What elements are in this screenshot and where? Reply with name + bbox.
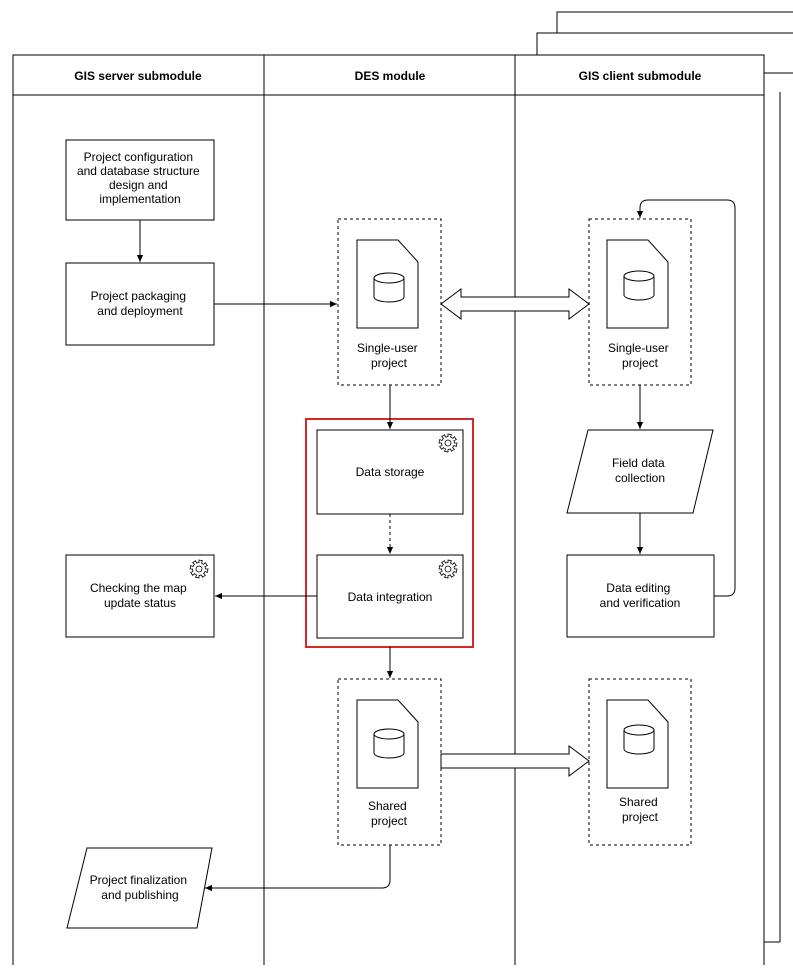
des-shared-label: Shared project: [368, 799, 410, 828]
des-single-user-document-icon: [356, 239, 419, 329]
project-configuration-label: Project configuration and database struc…: [77, 150, 203, 206]
des-single-user-label: Single-user project: [357, 341, 421, 370]
project-configuration-box: [65, 139, 215, 221]
client-single-user-label: Single-user project: [608, 341, 672, 370]
lane-header-gis-server: GIS server submodule: [74, 69, 202, 83]
data-editing-box: [566, 554, 715, 638]
shared-transfer-arrow: [440, 745, 590, 777]
project-packaging-label: Project packaging and deployment: [91, 289, 190, 318]
client-shared-document-icon: [606, 699, 669, 789]
data-storage-box: [316, 429, 464, 515]
field-data-collection-label: Field data collection: [612, 456, 668, 485]
client-shared-label: Shared project: [619, 795, 661, 824]
des-shared-document-icon: [356, 699, 419, 789]
bidirectional-sync-arrow: [440, 288, 590, 320]
gear-icon: [438, 433, 458, 453]
checking-map-box: [65, 554, 215, 638]
arrow-editing-loop-to-client-single: [636, 199, 736, 597]
swimlane-pool: [12, 54, 765, 965]
gear-icon: [438, 559, 458, 579]
data-editing-label: Data editing and verification: [600, 581, 681, 610]
client-single-user-document-icon: [606, 239, 669, 329]
checking-map-label: Checking the map update status: [90, 581, 190, 610]
project-finalization-shape: [66, 847, 213, 929]
data-storage-label: Data storage: [356, 465, 425, 479]
project-packaging-box: [65, 262, 215, 346]
gear-icon: [189, 559, 209, 579]
field-data-collection-shape: [566, 429, 714, 514]
arrow-des-shared-to-finalization: [205, 845, 391, 892]
lane-header-gis-client: GIS client submodule: [579, 69, 702, 83]
project-finalization-label: Project finalization and publishing: [90, 873, 191, 902]
lane-header-des-module: DES module: [355, 69, 426, 83]
stacked-pages: [536, 11, 793, 943]
data-integration-label: Data integration: [348, 590, 433, 604]
